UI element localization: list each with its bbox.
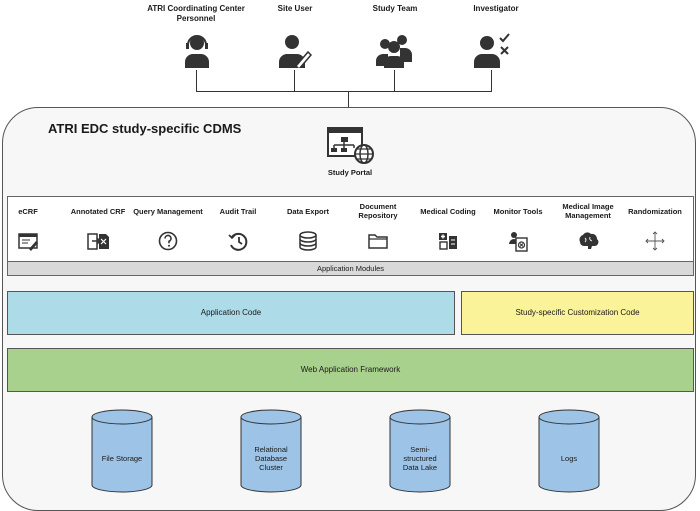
module-randomization: Randomization <box>620 200 690 252</box>
relational-database-cylinder <box>240 409 302 493</box>
module-label: Monitor Tools <box>493 206 543 216</box>
module-label: Randomization <box>628 206 682 216</box>
module-monitor-tools: Monitor Tools <box>483 200 553 252</box>
module-medical-coding: Medical Coding <box>413 200 483 252</box>
database-icon <box>299 231 317 251</box>
file-storage-cylinder <box>91 409 153 493</box>
annotated-crf-icon <box>87 233 109 250</box>
logs-cylinder <box>538 409 600 493</box>
file-storage-label: File Storage <box>101 454 143 463</box>
connector-line <box>196 70 197 91</box>
form-icon <box>18 233 38 251</box>
monitor-tools-icon <box>509 232 528 252</box>
cdms-title: ATRI EDC study-specific CDMS <box>48 121 242 136</box>
group-icon <box>376 35 412 68</box>
logs-label: Logs <box>560 454 578 463</box>
data-lake-cylinder <box>389 409 451 493</box>
module-audit-trail: Audit Trail <box>203 200 273 252</box>
person-pen-icon <box>279 35 312 68</box>
module-label: Annotated CRF <box>70 206 126 216</box>
user-label: Site User <box>277 4 313 13</box>
medical-coding-icon <box>439 233 457 250</box>
module-ecrf: eCRF <box>0 200 63 252</box>
study-portal-label: Study Portal <box>327 168 373 177</box>
module-label: Data Export <box>286 206 330 216</box>
application-code-layer: Application Code <box>7 291 455 335</box>
module-data-export: Data Export <box>273 200 343 252</box>
arrows-icon <box>645 231 665 251</box>
connector-line <box>394 70 395 91</box>
module-document-repository: Document Repository <box>343 200 413 252</box>
folder-icon <box>368 234 388 249</box>
history-icon <box>228 232 248 251</box>
relational-database-label: Relational Database Cluster <box>254 445 288 472</box>
user-label: Study Team <box>372 4 418 13</box>
study-portal-icon <box>327 127 374 164</box>
question-icon <box>158 231 178 251</box>
module-label: Audit Trail <box>219 206 257 216</box>
connector-line <box>491 70 492 91</box>
module-annotated-crf: Annotated CRF <box>63 200 133 252</box>
headset-person-icon <box>185 35 209 68</box>
module-label: Document Repository <box>358 202 398 220</box>
customization-code-layer: Study-specific Customization Code <box>461 291 694 335</box>
connector-bus <box>196 91 492 92</box>
user-label: Investigator <box>473 4 519 13</box>
person-checkmark-icon <box>474 33 510 68</box>
data-lake-label: Semi- structured Data Lake <box>402 445 438 472</box>
connector-line <box>294 70 295 91</box>
module-label: Medical Coding <box>420 206 476 216</box>
web-application-framework-layer: Web Application Framework <box>7 348 694 392</box>
application-modules-label: Application Modules <box>8 261 693 275</box>
module-label: eCRF <box>18 206 38 216</box>
brain-icon <box>579 232 599 249</box>
module-query-management: Query Management <box>133 200 203 252</box>
module-medical-image-management: Medical Image Management <box>553 200 623 252</box>
module-label: Medical Image Management <box>562 202 614 220</box>
module-label: Query Management <box>133 206 203 216</box>
user-label: ATRI Coordinating Center Personnel <box>147 4 245 23</box>
